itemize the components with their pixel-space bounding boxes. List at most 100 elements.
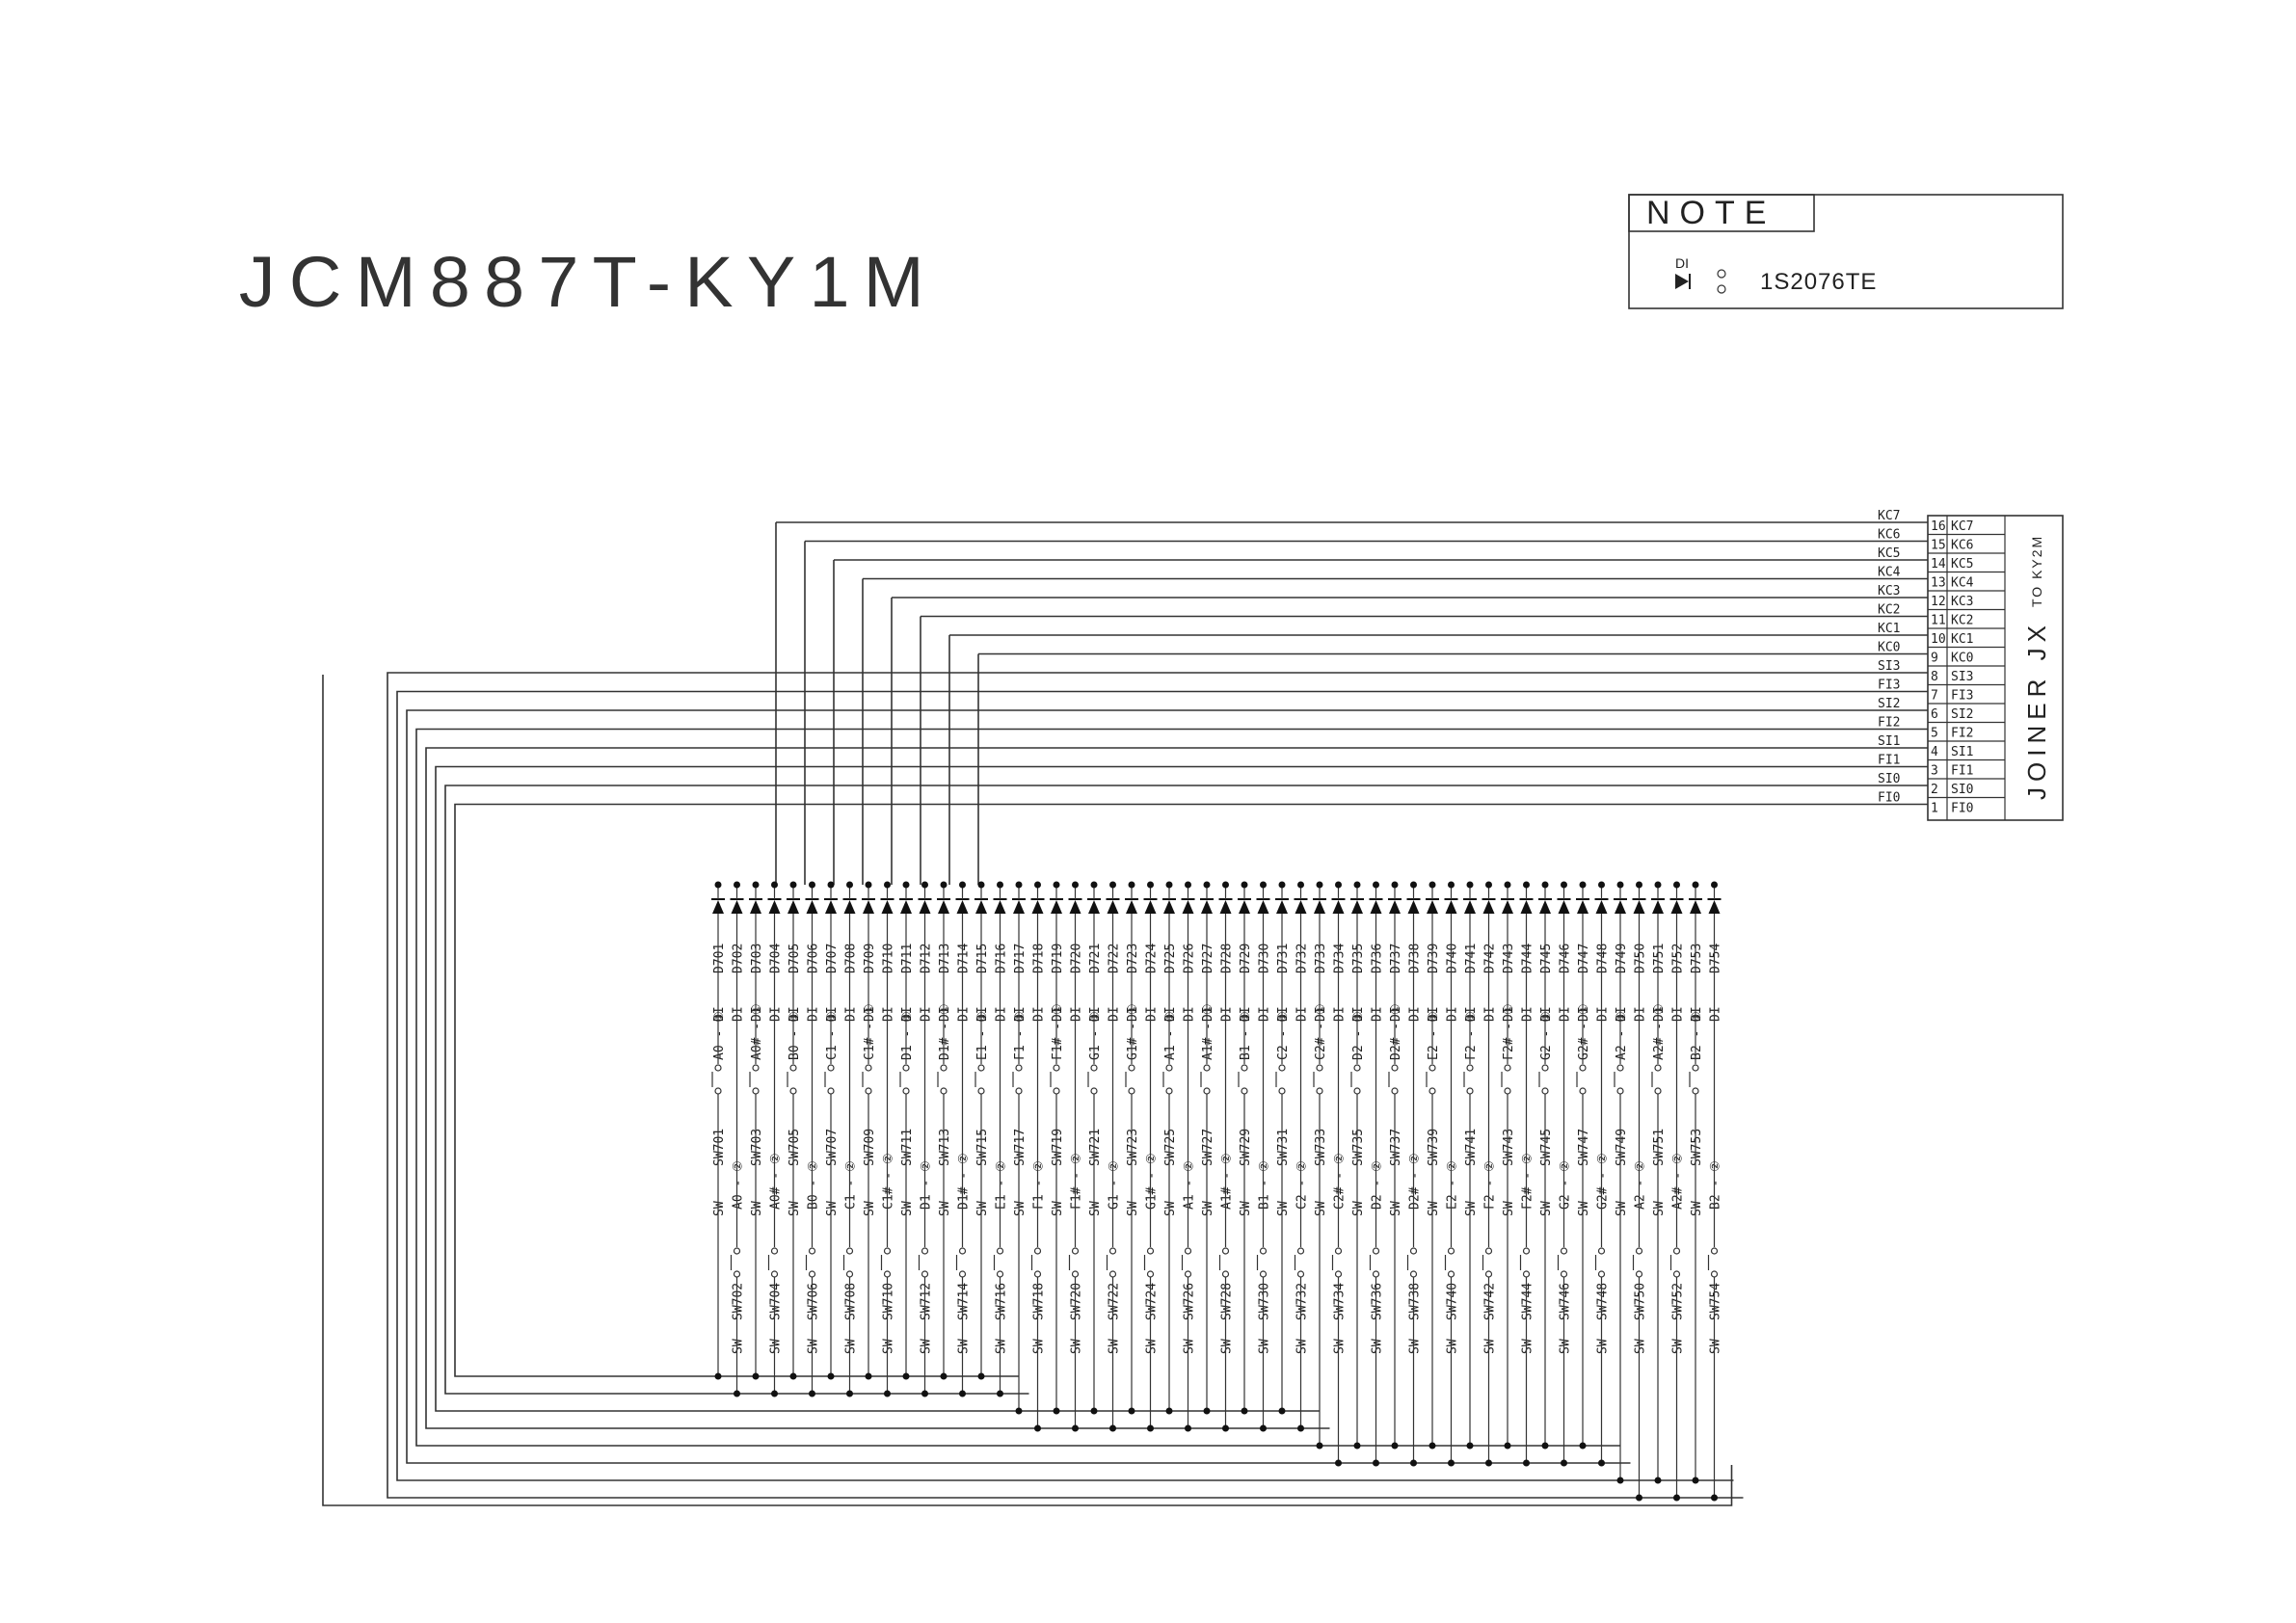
switch-prefix-label: SW xyxy=(1258,1339,1272,1354)
key-label: A0# - ② xyxy=(769,1153,784,1210)
diode-type-label: DI xyxy=(769,1006,784,1022)
switch-contact-icon xyxy=(1616,1064,1624,1072)
junction-dot xyxy=(1485,1459,1492,1467)
switch-prefix-label: SW xyxy=(1333,1339,1348,1354)
junction-dot xyxy=(734,1390,740,1397)
switch-contact-icon xyxy=(1053,1064,1060,1072)
switch-ref-label: SW729 xyxy=(1239,1129,1253,1166)
diode-icon xyxy=(1539,900,1551,914)
junction-dot xyxy=(1466,1442,1474,1450)
switch-contact-icon xyxy=(1221,1247,1230,1255)
diode-icon xyxy=(768,900,781,914)
junction-dot xyxy=(789,881,797,889)
key-label: A1 - ① xyxy=(1163,1011,1178,1060)
junction-dot xyxy=(1090,1407,1098,1415)
switch-ref-label: SW709 xyxy=(863,1129,877,1166)
switch-contact-icon xyxy=(1447,1270,1455,1278)
diode-type-label: DI xyxy=(1539,1006,1554,1022)
switch-ref-label: SW713 xyxy=(938,1129,952,1166)
junction-dot xyxy=(884,1390,891,1397)
diode-ref-label: D721 xyxy=(1088,944,1103,973)
diode-icon xyxy=(1615,900,1626,914)
switch-contact-icon xyxy=(789,1087,797,1095)
junction-dot xyxy=(1673,1494,1680,1502)
switch-prefix-label: SW xyxy=(1276,1201,1291,1216)
switch-contact-icon xyxy=(1071,1247,1080,1255)
junction-dot xyxy=(1373,1459,1379,1467)
junction-dot xyxy=(1541,1442,1549,1450)
joiner-pin-number: 4 xyxy=(1931,745,1938,759)
switch-contact-icon xyxy=(1372,1247,1380,1255)
switch-ref-label: SW715 xyxy=(975,1129,990,1166)
switch-contact-icon xyxy=(1334,1247,1343,1255)
switch-contact-icon xyxy=(1672,1270,1681,1278)
junction-dot xyxy=(1598,1459,1605,1467)
switch-prefix-label: SW xyxy=(1577,1201,1591,1216)
diode-type-label: DI xyxy=(920,1006,934,1022)
diode-icon xyxy=(863,900,874,914)
switch-contact-icon xyxy=(1616,1087,1624,1095)
switch-contact-icon xyxy=(1466,1087,1474,1095)
switch-contact-icon xyxy=(808,1247,816,1255)
diode-type-label: DI xyxy=(1351,1006,1366,1022)
switch-ref-label: SW719 xyxy=(1051,1129,1065,1166)
switch-ref-label: SW727 xyxy=(1201,1129,1215,1166)
diode-type-label: DI xyxy=(1502,1006,1516,1022)
switch-prefix-label: SW xyxy=(1539,1201,1554,1216)
diode-icon xyxy=(712,900,724,914)
diode-icon xyxy=(731,900,743,914)
joiner-pin-number: 2 xyxy=(1931,783,1938,797)
joiner-pin-name: KC4 xyxy=(1951,576,1974,591)
diode-icon xyxy=(975,900,987,914)
switch-contact-icon xyxy=(1033,1247,1042,1255)
junction-dot xyxy=(997,1390,1003,1397)
diode-icon xyxy=(1464,900,1476,914)
diode-ref-label: D712 xyxy=(920,944,934,973)
switch-ref-label: SW707 xyxy=(825,1129,840,1166)
diode-ref-label: D752 xyxy=(1671,944,1686,973)
joiner-pin-name: KC2 xyxy=(1951,614,1973,628)
junction-dot xyxy=(1692,881,1699,889)
bus-line-label: KC5 xyxy=(1878,546,1900,561)
joiner-pin-number: 10 xyxy=(1931,632,1946,647)
junction-dot xyxy=(1316,1442,1323,1450)
junction-dot xyxy=(1278,881,1286,889)
diode-ref-label: D743 xyxy=(1502,944,1516,973)
diode-icon xyxy=(1670,900,1683,914)
switch-contact-icon xyxy=(1128,1064,1135,1072)
switch-contact-icon xyxy=(1090,1064,1098,1072)
key-label: C2 - ② xyxy=(1295,1160,1310,1210)
diode-ref-label: D702 xyxy=(732,944,746,973)
note-part-number: 1S2076TE xyxy=(1760,269,1877,295)
joiner-pin-number: 11 xyxy=(1931,614,1946,628)
diode-ref-label: D717 xyxy=(1013,944,1028,973)
switch-prefix-label: SW xyxy=(1163,1201,1178,1216)
junction-dot xyxy=(1147,1424,1154,1432)
junction-dot xyxy=(1034,881,1041,889)
switch-contact-icon xyxy=(1165,1087,1173,1095)
switch-ref-label: SW708 xyxy=(844,1283,859,1320)
diode-icon xyxy=(881,900,894,914)
junction-dot xyxy=(1391,1442,1399,1450)
switch-ref-label: SW735 xyxy=(1351,1129,1366,1166)
junction-dot xyxy=(1128,881,1135,889)
diode-type-label: DI xyxy=(712,1006,727,1022)
key-label: B0 - ① xyxy=(788,1011,802,1060)
key-label: E1 - ① xyxy=(975,1011,990,1060)
switch-contact-icon xyxy=(1353,1087,1361,1095)
switch-prefix-label: SW xyxy=(1559,1339,1573,1354)
switch-ref-label: SW728 xyxy=(1220,1283,1235,1320)
switch-prefix-label: SW xyxy=(1145,1339,1160,1354)
switch-contact-icon xyxy=(1504,1087,1511,1095)
diode-icon xyxy=(825,900,837,914)
switch-prefix-label: SW xyxy=(882,1339,896,1354)
switch-ref-label: SW725 xyxy=(1163,1129,1178,1166)
joiner-pin-number: 6 xyxy=(1931,707,1938,722)
switch-contact-icon xyxy=(977,1064,985,1072)
diode-type-label: DI xyxy=(900,1006,915,1022)
junction-dot xyxy=(1353,881,1361,889)
